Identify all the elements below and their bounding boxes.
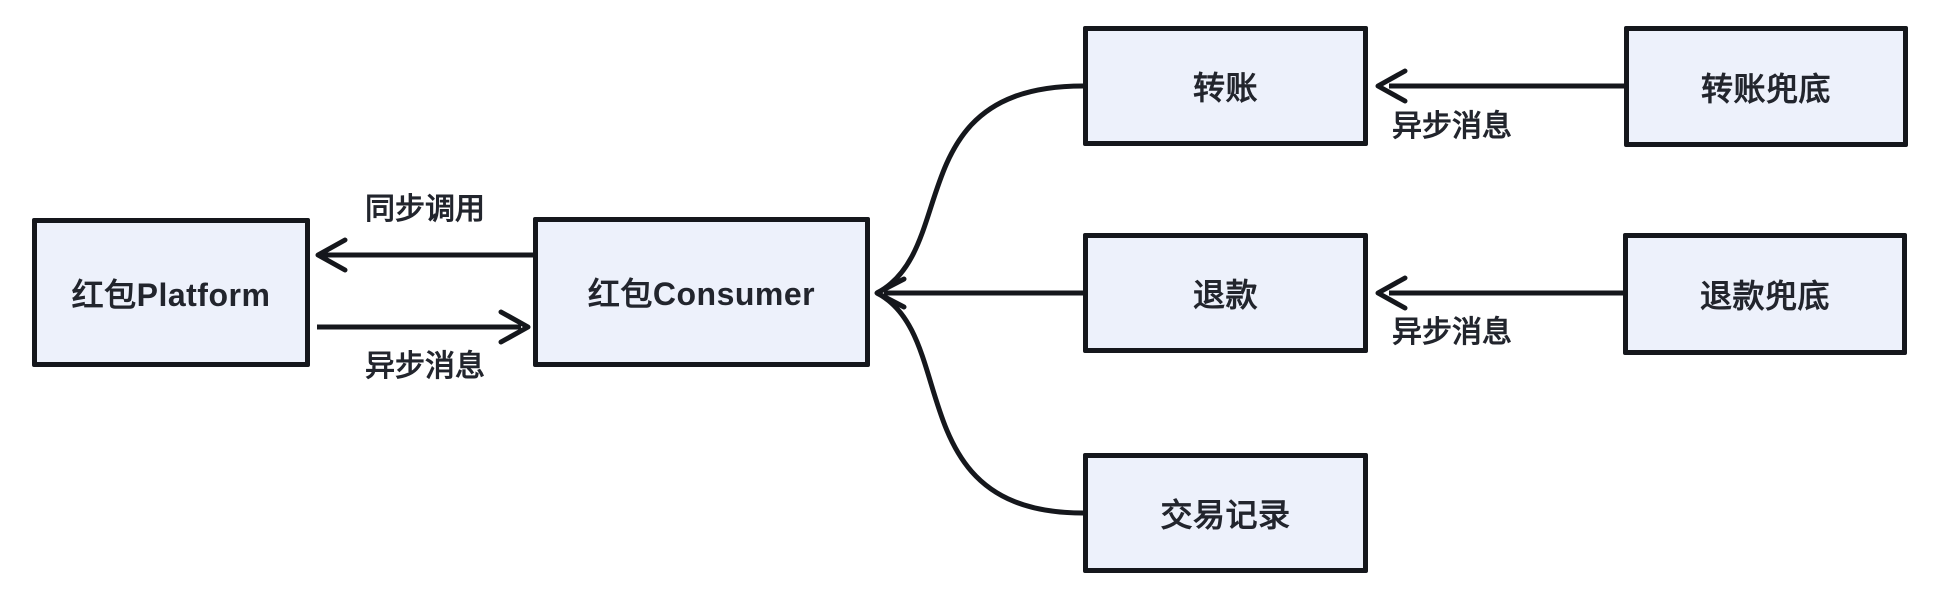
arrowhead-left-icon	[315, 237, 348, 273]
edge-fan-transaction-curve	[875, 290, 1084, 516]
arrowhead-right-icon	[498, 309, 531, 345]
node-transfer-fallback-label: 转账兜底	[1700, 70, 1831, 107]
node-hongbao-platform-label: 红包Platform	[71, 276, 271, 313]
node-transfer: 转账	[1083, 26, 1368, 146]
edge-label-async-message-refund: 异步消息	[1392, 316, 1512, 349]
arrowhead-left-icon	[1375, 275, 1408, 311]
node-refund-fallback: 退款兜底	[1623, 233, 1907, 355]
node-transfer-fallback: 转账兜底	[1624, 26, 1908, 147]
node-transaction-record: 交易记录	[1083, 453, 1368, 573]
node-transaction-record-label: 交易记录	[1160, 497, 1291, 533]
arrowhead-left-icon	[1375, 68, 1408, 104]
node-refund-label: 退款	[1192, 277, 1258, 313]
node-hongbao-consumer-label: 红包Consumer	[587, 276, 816, 312]
edge-fan-transfer-curve	[875, 83, 1084, 296]
node-hongbao-consumer: 红包Consumer	[533, 217, 870, 367]
edge-label-async-message-platform: 异步消息	[365, 350, 485, 383]
node-refund-fallback-label: 退款兜底	[1699, 278, 1830, 314]
node-hongbao-platform: 红包Platform	[32, 218, 310, 367]
node-transfer-label: 转账	[1192, 70, 1258, 106]
edge-label-async-message-transfer: 异步消息	[1392, 110, 1512, 143]
node-refund: 退款	[1083, 233, 1368, 353]
edge-label-sync-call: 同步调用	[365, 193, 485, 226]
